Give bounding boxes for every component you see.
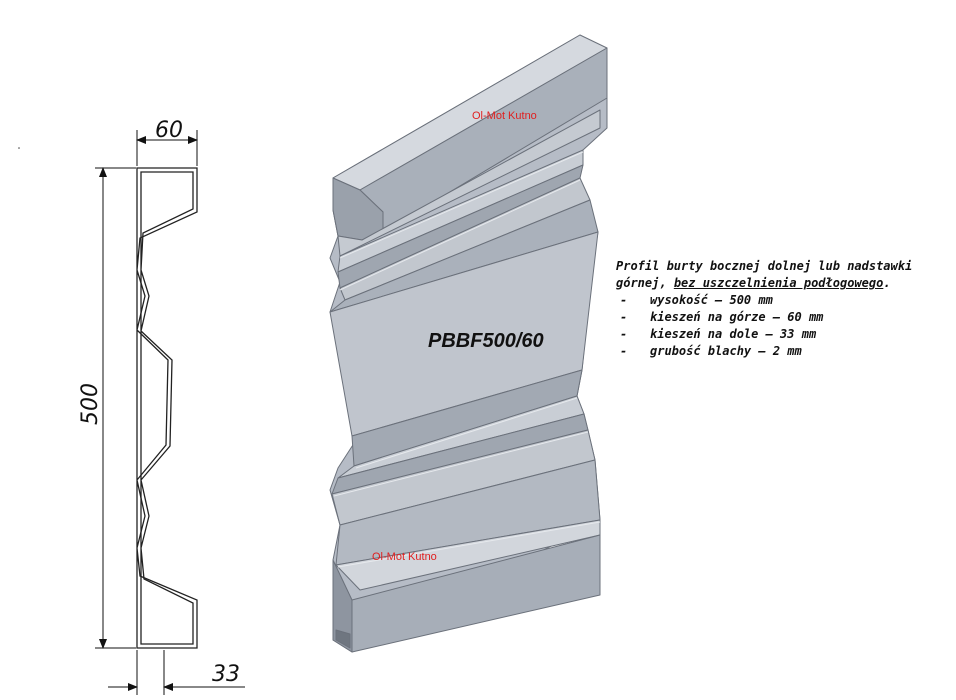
spec-text: grubość blachy – 2 mm (650, 344, 802, 358)
spec-item: - wysokość – 500 mm (616, 292, 946, 309)
model-label: PBBF500/60 (428, 330, 544, 352)
description-underlined: bez uszczelnienia podłogowego (673, 276, 884, 290)
dimension-height-label: 500 (78, 383, 103, 425)
dimension-lines (95, 130, 245, 695)
bottom-pocket-end-face (332, 559, 353, 653)
profile-edges (333, 151, 601, 568)
spec-item: - kieszeń na dole – 33 mm (616, 326, 946, 343)
watermark-bottom: Ol-Mot Kutno (372, 551, 437, 563)
spec-list: - wysokość – 500 mm - kieszeń na górze – 6… (616, 292, 946, 360)
top-pocket-lip (337, 109, 601, 257)
dimension-width-label: 60 (155, 118, 183, 143)
description-end: . (883, 276, 891, 290)
spec-item: - kieszeń na górze – 60 mm (616, 309, 946, 326)
spec-bullet: - (620, 344, 628, 358)
spec-text: wysokość – 500 mm (650, 293, 773, 307)
description-block: Profil burty bocznej dolnej lub nadstawk… (616, 258, 946, 360)
dimension-bottom-label: 33 (212, 662, 240, 687)
spec-bullet: - (620, 310, 628, 324)
spec-bullet: - (620, 293, 628, 307)
spec-bullet: - (620, 327, 628, 341)
bottom-pocket-inner (335, 629, 351, 649)
spec-text: kieszeń na górze – 60 mm (650, 310, 824, 324)
cross-section (136, 167, 198, 649)
cross-section-inner-line (140, 171, 194, 645)
spec-text: kieszeń na dole – 33 mm (650, 327, 817, 341)
cross-section-outer-line (136, 167, 198, 649)
stray-dot (18, 147, 20, 149)
description-intro: Profil burty bocznej dolnej lub nadstawk… (616, 259, 913, 290)
profile-3d (329, 34, 608, 653)
spec-item: - grubość blachy – 2 mm (616, 343, 946, 360)
description-text: Profil burty bocznej dolnej lub nadstawk… (616, 258, 946, 292)
watermark-top: Ol-Mot Kutno (472, 110, 537, 122)
